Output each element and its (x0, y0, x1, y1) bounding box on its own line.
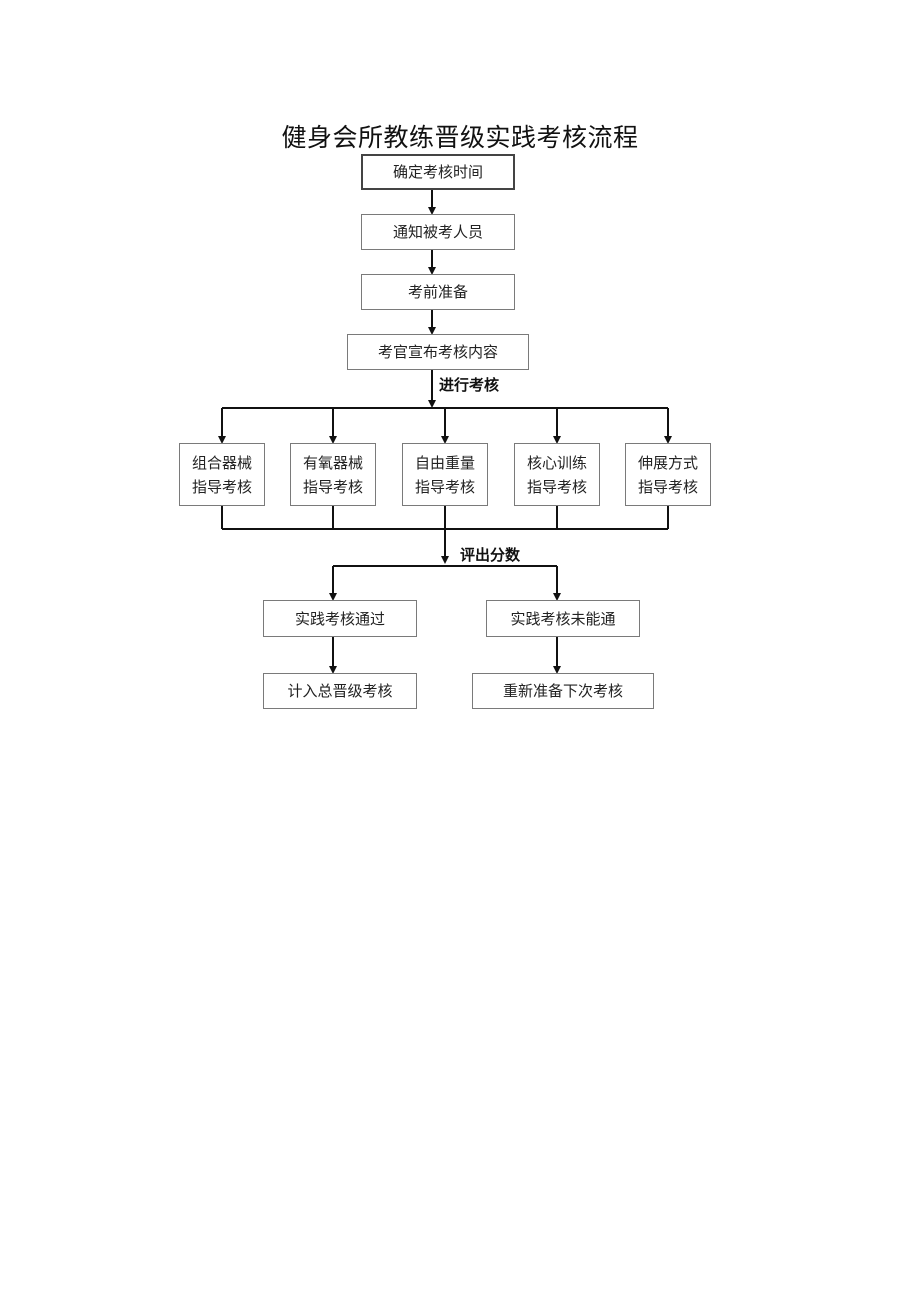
category-box-3: 自由重量 指导考核 (402, 443, 488, 506)
fail-next-box: 重新准备下次考核 (472, 673, 654, 709)
label-score: 评出分数 (460, 546, 521, 564)
category-box-4: 核心训练 指导考核 (514, 443, 600, 506)
step-confirm-time-label: 确定考核时间 (392, 163, 483, 181)
result-pass-box: 实践考核通过 (263, 600, 417, 637)
category-4-line2: 指导考核 (526, 477, 587, 496)
category-5-line1: 伸展方式 (637, 453, 698, 472)
category-2-line1: 有氧器械 (302, 453, 363, 472)
category-box-1: 组合器械 指导考核 (179, 443, 265, 506)
fail-next-label: 重新准备下次考核 (502, 682, 623, 700)
page-title: 健身会所教练晋级实践考核流程 (281, 123, 639, 152)
category-1-line1: 组合器械 (191, 453, 252, 472)
result-pass-label: 实践考核通过 (294, 609, 385, 628)
step-preparation-label: 考前准备 (407, 283, 468, 301)
step-notify-candidates-label: 通知被考人员 (392, 223, 483, 241)
category-box-2: 有氧器械 指导考核 (290, 443, 376, 506)
step-announce-content: 考官宣布考核内容 (347, 334, 529, 370)
category-3-line1: 自由重量 (414, 453, 475, 472)
step-preparation: 考前准备 (361, 274, 515, 310)
result-fail-box: 实践考核未能通 (486, 600, 640, 637)
category-box-5: 伸展方式 指导考核 (625, 443, 711, 506)
category-1-line2: 指导考核 (191, 477, 252, 496)
category-2-line2: 指导考核 (302, 477, 363, 496)
result-fail-label: 实践考核未能通 (510, 609, 616, 628)
category-4-line1: 核心训练 (526, 453, 587, 472)
step-announce-content-label: 考官宣布考核内容 (377, 343, 498, 361)
category-5-line2: 指导考核 (637, 477, 698, 496)
pass-next-label: 计入总晋级考核 (287, 682, 393, 700)
step-notify-candidates: 通知被考人员 (361, 214, 515, 250)
category-3-line2: 指导考核 (414, 477, 475, 496)
step-confirm-time: 确定考核时间 (361, 154, 515, 190)
label-conduct-exam: 进行考核 (439, 376, 500, 394)
pass-next-box: 计入总晋级考核 (263, 673, 417, 709)
